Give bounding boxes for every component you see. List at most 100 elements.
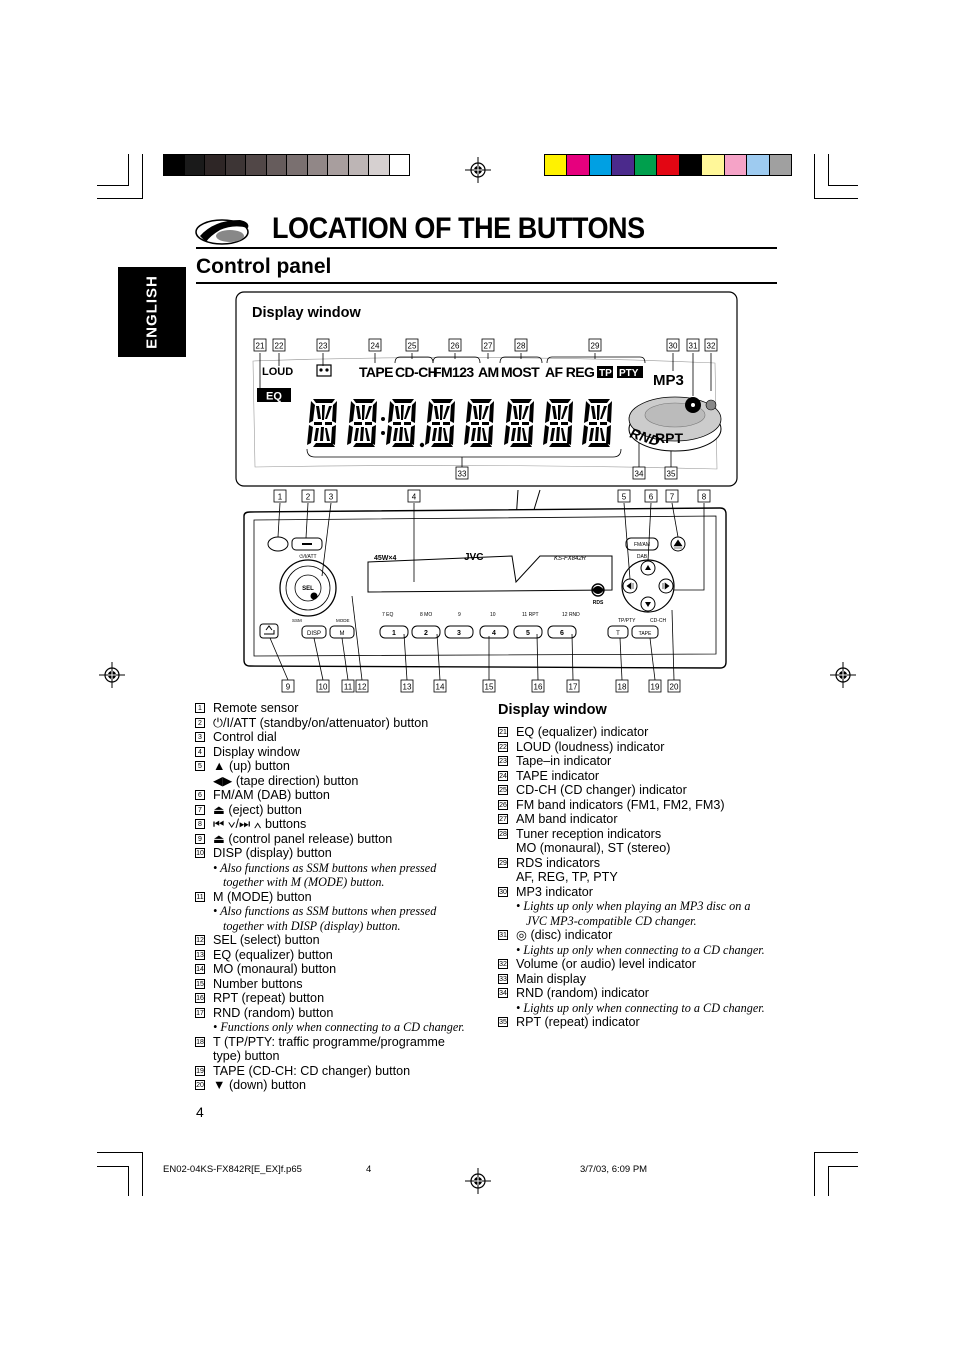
tape-in-indicator-icon: [316, 364, 332, 377]
svg-text:KS-FX842R: KS-FX842R: [554, 556, 587, 562]
preset-button-2[interactable]: 2: [411, 625, 441, 639]
svg-text:4: 4: [412, 492, 417, 501]
callout-box: 28: [514, 338, 528, 352]
rpt-indicator: RPT: [655, 430, 683, 446]
callout-box: 35: [664, 466, 678, 480]
preset-label: 10: [490, 612, 496, 618]
callout-box: 4: [407, 489, 421, 503]
item-text: CD-CH (CD changer) indicator: [516, 783, 687, 797]
fm-band-indicator: FM123: [433, 364, 474, 380]
item-text: TAPE (CD-CH: CD changer) button: [213, 1063, 411, 1078]
item-number: 7: [195, 804, 205, 815]
section-logo-icon: [195, 219, 249, 245]
preset-button-5[interactable]: 5: [513, 625, 543, 639]
registration-mark-icon: [465, 157, 491, 183]
item-number: 8: [195, 819, 205, 829]
callout-box: 23: [316, 338, 330, 352]
svg-text:24: 24: [371, 341, 380, 350]
item-number: 13: [195, 949, 205, 960]
eq-indicator: EQ: [266, 391, 282, 403]
gray-swatch: [204, 154, 226, 176]
svg-text:3: 3: [457, 630, 461, 637]
callout-box: 32: [704, 338, 718, 352]
svg-text:5: 5: [526, 630, 530, 637]
svg-text:12: 12: [358, 682, 367, 691]
preset-label: 12 RND: [562, 612, 580, 618]
registration-mark-icon: [465, 1168, 491, 1194]
item-number: 5: [195, 761, 205, 771]
loud-indicator: LOUD: [262, 366, 293, 378]
item-number: 16: [195, 993, 205, 1003]
svg-text:JVC: JVC: [464, 552, 483, 563]
svg-text:TP/PTY: TP/PTY: [618, 618, 636, 624]
svg-text:4: 4: [492, 630, 496, 637]
item-text: MP3 indicator: [516, 884, 593, 899]
item-number: 12: [195, 935, 205, 945]
item-number: 6: [195, 790, 205, 800]
svg-text:22: 22: [275, 341, 284, 350]
item-number: 22: [498, 741, 508, 752]
svg-text:15: 15: [485, 682, 494, 691]
preset-button-1[interactable]: 1: [379, 625, 409, 639]
item-number: 3: [195, 732, 205, 742]
callout-box: 27: [481, 338, 495, 352]
svg-text:13: 13: [403, 682, 412, 691]
callout-box: 16: [531, 679, 545, 693]
callout-box: 13: [400, 679, 414, 693]
svg-text:10: 10: [319, 682, 328, 691]
callout-box: 26: [448, 338, 462, 352]
callout-box: 21: [253, 338, 267, 352]
item-text: Control dial: [213, 730, 277, 744]
svg-text:21: 21: [256, 341, 265, 350]
svg-text:SSM: SSM: [292, 618, 302, 623]
item-number: 15: [195, 978, 205, 989]
preset-button-6[interactable]: 6: [547, 625, 577, 639]
segment-digit: [543, 399, 573, 447]
item-text: type) button: [213, 1049, 280, 1063]
segment-digit: [425, 399, 455, 447]
svg-text:33: 33: [458, 469, 467, 478]
tape-indicator: TAPE: [359, 364, 393, 380]
item-text: ▼ (down) button: [213, 1078, 306, 1092]
item-text: ⏻/I/ATT (standby/on/attenuator) button: [213, 715, 429, 730]
color-swatch: [746, 154, 770, 176]
afreg-indicator: AF REG: [545, 364, 595, 380]
svg-text:28: 28: [517, 341, 526, 350]
item-text: ▲ (up) button: [213, 759, 290, 773]
list-note: • Also functions as SSM buttons when pre…: [213, 860, 437, 875]
preset-button-4[interactable]: 4: [479, 625, 509, 639]
item-text: LOUD (loudness) indicator: [516, 739, 665, 754]
svg-text:8: 8: [702, 492, 707, 501]
item-number: 18: [195, 1036, 205, 1047]
segment-digit: [307, 399, 337, 447]
svg-text:26: 26: [451, 341, 460, 350]
callout-box: 22: [272, 338, 286, 352]
item-text: Volume (or audio) level indicator: [516, 957, 696, 971]
callout-box: 7: [665, 489, 679, 503]
item-text: Main display: [516, 971, 586, 986]
callout-box: 34: [632, 466, 646, 480]
svg-text:6: 6: [560, 630, 564, 637]
language-tab: ENGLISH: [118, 267, 186, 357]
main-display-digits: [307, 399, 612, 448]
color-swatch: [633, 154, 658, 176]
preset-button-3[interactable]: 3: [444, 625, 474, 639]
item-text: Tuner reception indicators: [516, 826, 662, 841]
svg-text:20: 20: [670, 682, 679, 691]
item-number: 17: [195, 1007, 205, 1018]
item-number: 2: [195, 717, 205, 728]
callout-box: 19: [648, 679, 662, 693]
display-window-heading: Display window: [252, 305, 361, 321]
item-text: Number buttons: [213, 976, 303, 991]
item-number: 4: [195, 746, 205, 757]
svg-text:23: 23: [319, 341, 328, 350]
svg-text:3: 3: [329, 492, 334, 501]
color-swatch: [544, 154, 568, 176]
callout-box: 20: [667, 679, 681, 693]
item-text: AM band indicator: [516, 812, 618, 826]
callout-box: 5: [617, 489, 631, 503]
item-text: FM band indicators (FM1, FM2, FM3): [516, 797, 725, 812]
page-number: 4: [196, 1104, 204, 1120]
preset-label: 7 EQ: [382, 612, 394, 618]
callout-box: 9: [281, 679, 295, 693]
